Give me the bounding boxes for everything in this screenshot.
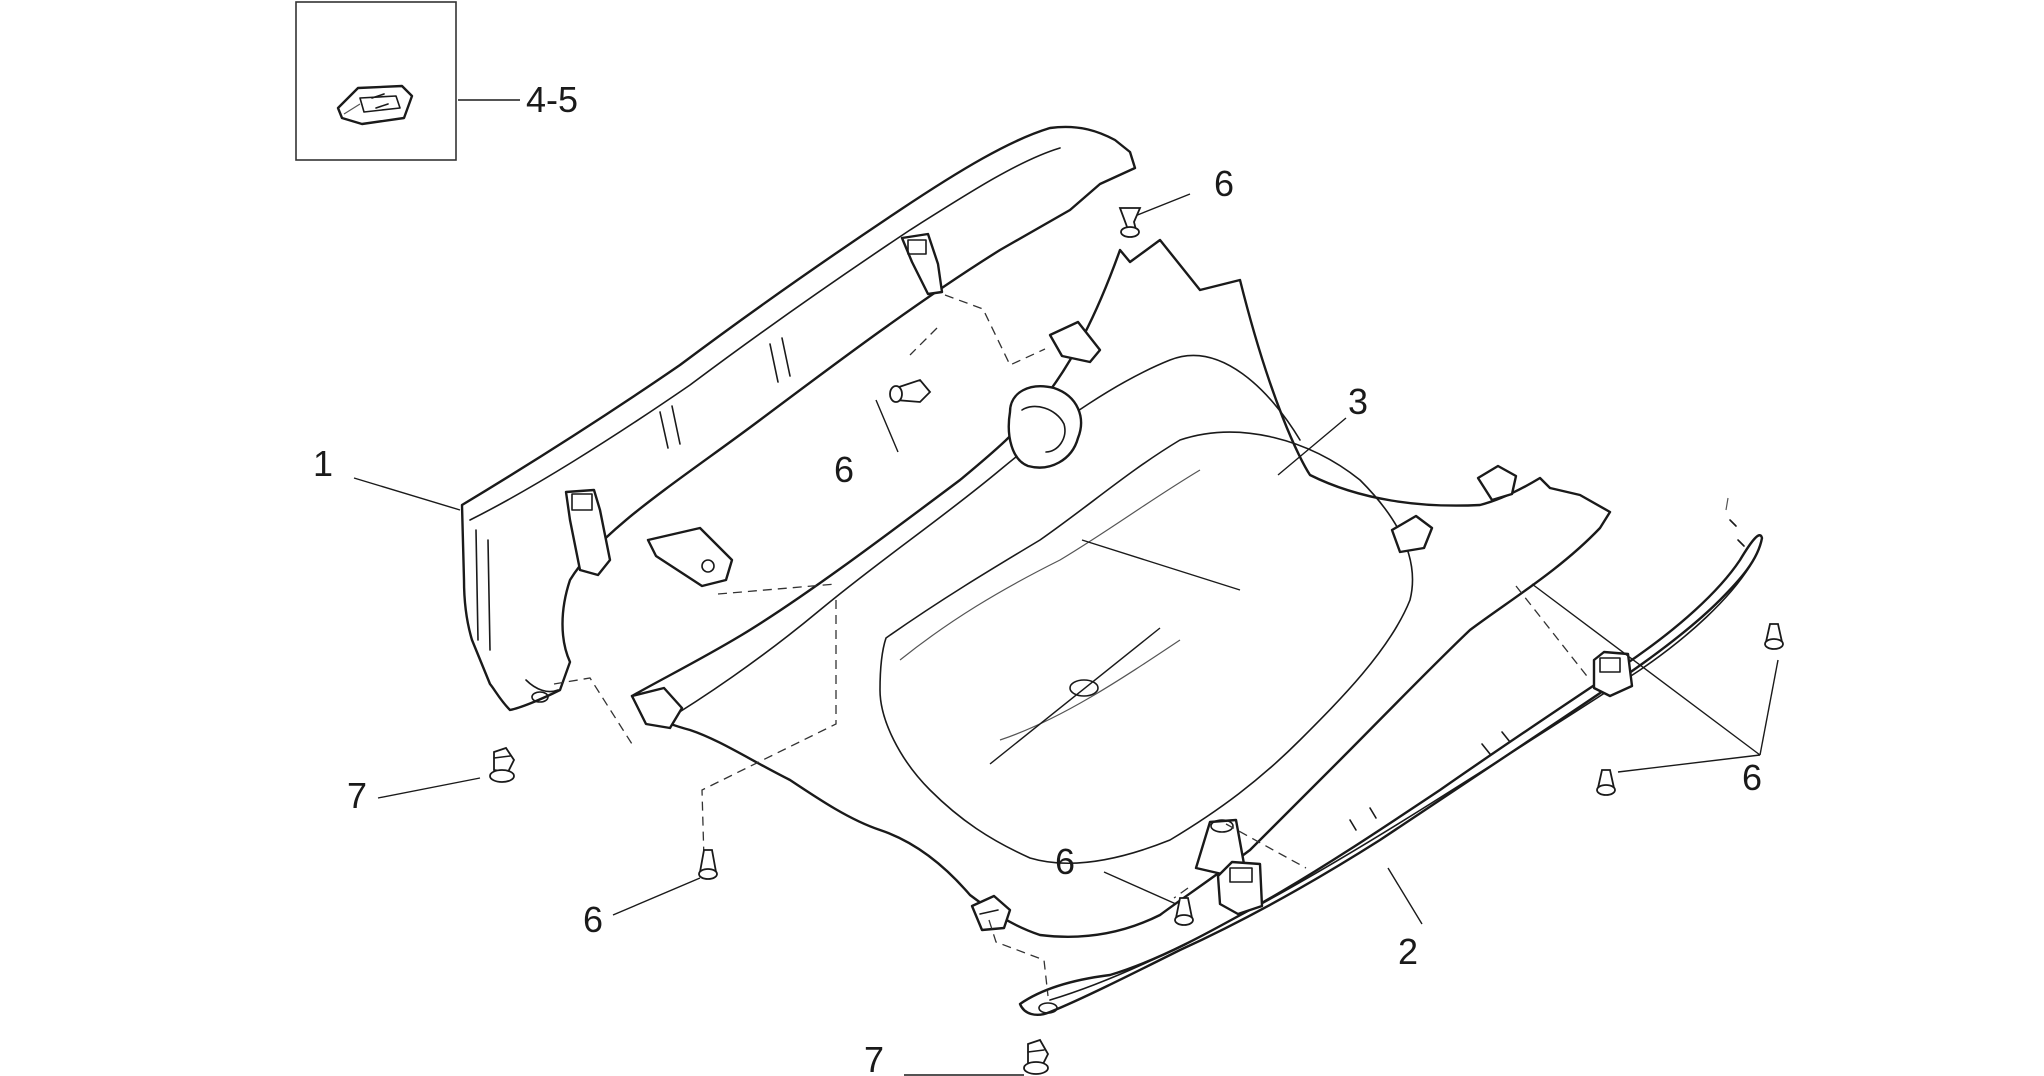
screw-center-6: [1174, 897, 1194, 926]
callout-1: 1: [313, 443, 333, 484]
callout-6-mid: 6: [834, 449, 854, 490]
callout-labels: 4-5 6 3 1 6 6 7 6 6 2 7: [313, 79, 1762, 1076]
part-2-right-side-panel: [1018, 519, 1764, 1016]
part-1-left-side-panel: [460, 125, 1137, 712]
part-3-center-panel: [630, 238, 1612, 938]
screw-top-6: [1118, 207, 1142, 238]
callout-6-top: 6: [1214, 163, 1234, 204]
screw-left-7: [489, 746, 516, 783]
callout-4-5: 4-5: [526, 79, 578, 120]
callout-7-left: 7: [347, 775, 367, 816]
screw-bottom-7: [1023, 1038, 1050, 1075]
callout-3: 3: [1348, 381, 1368, 422]
inset-box-clip-nut: [295, 1, 457, 161]
callout-7-bottom: 7: [864, 1039, 884, 1076]
callout-2: 2: [1398, 931, 1418, 972]
callout-6-right: 6: [1742, 757, 1762, 798]
screw-bottom-left-6: [698, 849, 718, 880]
callout-6-bottom-left: 6: [583, 899, 603, 940]
screw-mid-6: [889, 378, 932, 403]
callout-6-center: 6: [1055, 841, 1075, 882]
assembly-dashed-lines: [553, 294, 1729, 997]
leader-lines: [353, 99, 1779, 1076]
screw-right-upper-6: [1764, 623, 1784, 650]
screw-right-lower-6: [1596, 769, 1616, 796]
